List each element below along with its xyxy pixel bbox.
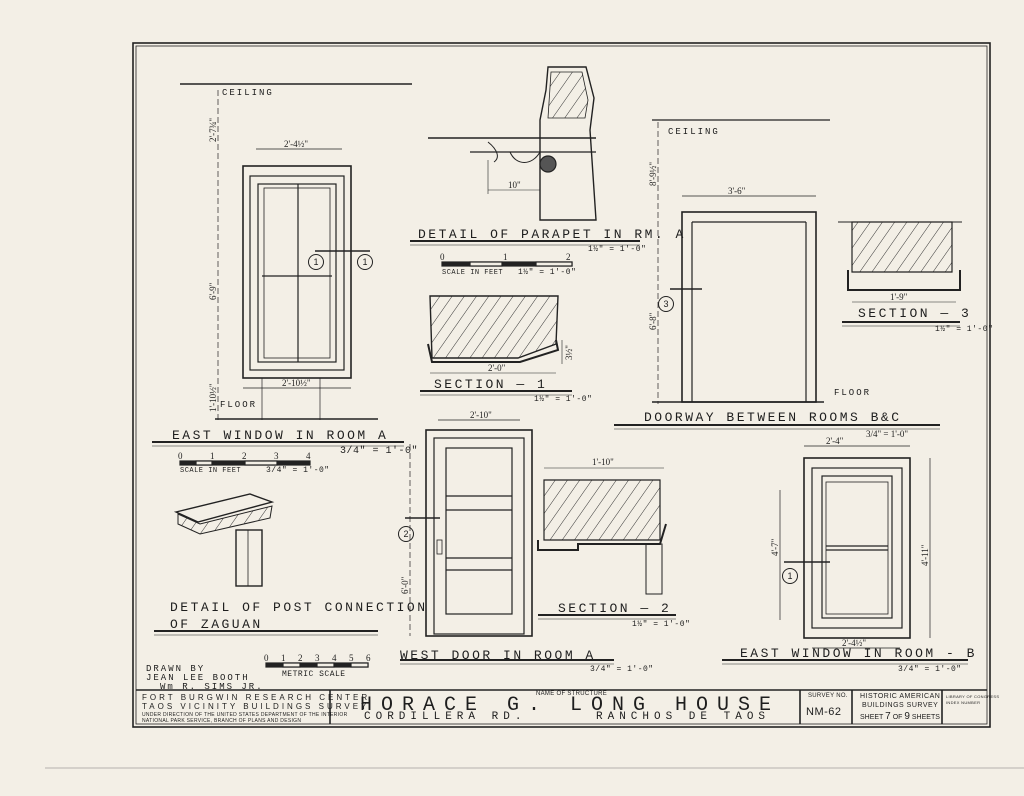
marker-1c: 1 (782, 568, 798, 584)
habs-line2: BUILDINGS SURVEY (862, 702, 939, 709)
section-1-dim-width: 2'-0" (488, 363, 506, 373)
section-2-dim: 1'-10" (592, 457, 614, 467)
scale-bar-feet-2-label: SCALE IN FEET (180, 467, 242, 475)
post-connection-title-1: DETAIL OF POST CONNECTION (170, 600, 428, 615)
parapet-title: DETAIL OF PARAPET IN RM. A (418, 227, 686, 242)
doorway-dim-top: 8'-9½" (648, 161, 658, 186)
post-connection-detail (173, 493, 275, 587)
east-window-b-scale: 3/4" = 1'-0" (898, 665, 962, 674)
west-door-dim-width: 2'-10" (470, 410, 492, 420)
doorway-title: DOORWAY BETWEEN ROOMS B&C (644, 410, 902, 425)
scale-bar-feet-2 (179, 460, 311, 466)
east-window-a-dim-bottom: 2'-10½" (282, 378, 311, 388)
east-window-b-elevation (779, 445, 931, 649)
section-2-scale: 1½" = 1'-0" (632, 620, 691, 629)
doorway-ceiling-label: CEILING (668, 127, 720, 137)
west-door-scale: 3/4" = 1'-0" (590, 665, 654, 674)
east-window-a-floor-label: FLOOR (220, 400, 258, 410)
east-window-a-dim-sill: 1'-10½" (208, 383, 218, 412)
doorway-bc-elevation (652, 119, 830, 404)
doorway-dim-height: 6'-8" (648, 312, 658, 330)
east-window-a-dim-height: 6'-9" (208, 282, 218, 300)
east-window-b-dim-right: 4'-11" (920, 544, 930, 566)
section-2-drawing (537, 467, 667, 595)
library-line2: INDEX NUMBER (946, 700, 981, 705)
org-line1: FORT BURGWIN RESEARCH CENTER (142, 693, 371, 702)
parapet-detail (428, 66, 597, 221)
scale-bar-feet-1 (441, 261, 573, 267)
east-window-a-dim-width: 2'-4½" (284, 139, 309, 149)
metric-scale-label: METRIC SCALE (282, 670, 346, 679)
scale-bar-feet-2-ratio: 3/4" = 1'-0" (266, 466, 330, 475)
survey-caption: SURVEY NO. (808, 693, 848, 699)
location-right: RANCHOS DE TAOS (596, 711, 771, 723)
east-window-b-dim-top: 2'-4" (826, 436, 844, 446)
section-1-drawing (427, 295, 563, 374)
outer-border (132, 42, 991, 728)
library-line1: LIBRARY OF CONGRESS (946, 694, 1000, 699)
east-window-a-dim-top: 2'-7¾" (208, 117, 218, 142)
name-caption: NAME OF STRUCTURE (536, 691, 608, 697)
habs-line1: HISTORIC AMERICAN (860, 693, 941, 700)
drawn-by-line2: JEAN LEE BOOTH (146, 673, 250, 683)
drawn-by-line3: Wm R. SIMS JR. (160, 682, 264, 692)
metric-scale-bar (265, 662, 369, 668)
marker-3: 3 (658, 296, 674, 312)
east-window-b-dim-scale: 3/4" = 1'-0" (866, 429, 909, 439)
section-3-drawing (838, 221, 962, 303)
org-line4: NATIONAL PARK SERVICE, BRANCH OF PLANS A… (142, 718, 302, 724)
section-3-scale: 1½" = 1'-0" (935, 325, 994, 334)
structure-name: HORACE G. LONG HOUSE (360, 694, 781, 717)
sheet-total: 9 (904, 711, 910, 722)
section-1-scale: 1½" = 1'-0" (534, 395, 593, 404)
east-window-a-elevation (180, 83, 412, 420)
east-window-b-dim-bottom: 2'-4½" (842, 638, 867, 648)
section-1-title: SECTION — 1 (434, 377, 548, 392)
parapet-scale: 1½" = 1'-0" (588, 245, 647, 254)
east-window-b-dim-left: 4'-7" (770, 538, 780, 556)
west-door-title: WEST DOOR IN ROOM A (400, 648, 596, 663)
org-line2: TAOS VICINITY BUILDINGS SURVEY (142, 702, 370, 711)
east-window-b-title: EAST WINDOW IN ROOM - B (740, 646, 977, 661)
east-window-a-title: EAST WINDOW IN ROOM A (172, 428, 389, 443)
east-window-a-ceiling-label: CEILING (222, 88, 274, 98)
marker-1b: 1 (357, 254, 373, 270)
doorway-dim-width: 3'-6" (728, 186, 746, 196)
location-left: CORDILLERA RD. (364, 711, 527, 723)
doorway-floor-label: FLOOR (834, 388, 872, 398)
org-line3: UNDER DIRECTION OF THE UNITED STATES DEP… (142, 712, 348, 718)
east-window-a-scale: 3/4" = 1'-0" (340, 446, 419, 457)
post-connection-title-2: OF ZAGUAN (170, 617, 263, 632)
scale-bar-feet-1-label: SCALE IN FEET (442, 269, 504, 277)
marker-2: 2 (398, 526, 414, 542)
marker-1a: 1 (308, 254, 324, 270)
west-door-a-elevation (405, 419, 533, 637)
section-1-dim-depth: 3½" (564, 345, 574, 360)
title-block-frame (136, 689, 987, 724)
section-3-title: SECTION — 3 (858, 306, 972, 321)
section-3-dim: 1'-9" (890, 292, 908, 302)
inner-border (135, 45, 988, 725)
sheet-number: 7 (885, 711, 891, 722)
survey-number: NM-62 (806, 706, 842, 718)
parapet-dim: 10" (508, 180, 521, 190)
drawn-by-line1: DRAWN BY (146, 664, 206, 674)
scale-bar-feet-1-ratio: 1½" = 1'-0" (518, 268, 577, 277)
section-2-title: SECTION — 2 (558, 601, 672, 616)
west-door-dim-height: 6'-0" (400, 576, 410, 594)
sheet-number-line: SHEET 7 OF 9 SHEETS (860, 711, 940, 722)
